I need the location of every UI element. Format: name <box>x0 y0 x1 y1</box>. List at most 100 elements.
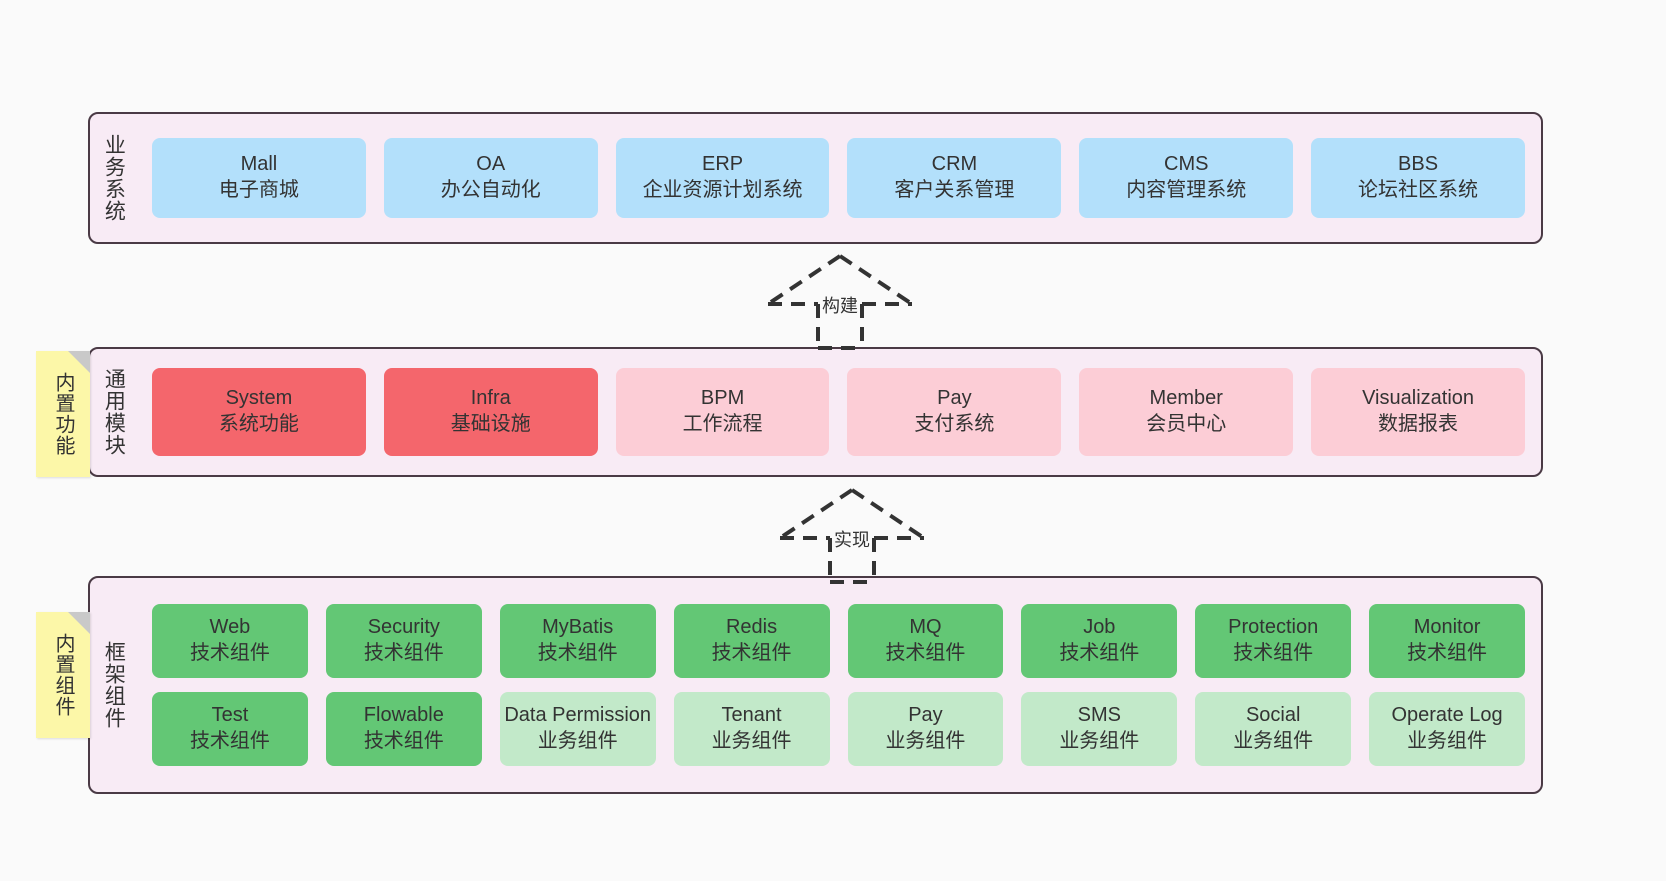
implement-arrow-glyph <box>778 488 926 584</box>
layer-label-framework-components: 框架组件 <box>102 641 126 729</box>
card-title: Member <box>1149 387 1223 410</box>
card-subtitle: 业务组件 <box>1407 730 1488 752</box>
framework-card-monitor[interactable]: Monitor 技术组件 <box>1369 604 1525 678</box>
card-title: BBS <box>1398 153 1439 176</box>
card-title: Pay <box>908 704 943 727</box>
framework-card-sms[interactable]: SMS 业务组件 <box>1021 692 1178 766</box>
business-systems-row: Mall 电子商城 OA 办公自动化 ERP 企业资源计划系统 CRM 客户关系… <box>152 138 1525 218</box>
card-subtitle: 业务组件 <box>1059 730 1140 752</box>
card-title: Protection <box>1228 616 1319 639</box>
layer-label-business-systems: 业务系统 <box>102 134 126 222</box>
card-subtitle: 技术组件 <box>363 730 444 752</box>
card-subtitle: 数据报表 <box>1378 413 1459 435</box>
card-title: Job <box>1083 616 1116 639</box>
card-subtitle: 电子商城 <box>218 179 299 201</box>
card-subtitle: 技术组件 <box>1233 642 1314 664</box>
card-subtitle: 业务组件 <box>711 730 792 752</box>
card-title: BPM <box>700 387 745 410</box>
card-subtitle: 技术组件 <box>1407 642 1488 664</box>
framework-card-data-permission[interactable]: Data Permission 业务组件 <box>499 692 656 766</box>
framework-card-web[interactable]: Web 技术组件 <box>152 604 308 678</box>
card-subtitle: 客户关系管理 <box>894 179 1015 201</box>
card-title: Data Permission <box>504 704 652 727</box>
card-title: CRM <box>931 153 978 176</box>
card-title: System <box>225 387 293 410</box>
card-subtitle: 技术组件 <box>885 642 966 664</box>
framework-components-card-area: Web 技术组件 Security 技术组件 MyBatis 技术组件 Redi… <box>136 578 1541 792</box>
module-card-infra[interactable]: Infra 基础设施 <box>383 368 598 456</box>
common-modules-row: System 系统功能 Infra 基础设施 BPM 工作流程 Pay 支付系统… <box>152 368 1525 456</box>
business-card-mall[interactable]: Mall 电子商城 <box>152 138 366 218</box>
card-title: Web <box>209 616 251 639</box>
framework-card-redis[interactable]: Redis 技术组件 <box>673 604 830 678</box>
framework-components-row-1: Web 技术组件 Security 技术组件 MyBatis 技术组件 Redi… <box>152 604 1525 678</box>
framework-card-tenant[interactable]: Tenant 业务组件 <box>673 692 830 766</box>
card-title: Mall <box>240 153 278 176</box>
business-card-erp[interactable]: ERP 企业资源计划系统 <box>615 138 830 218</box>
card-subtitle: 企业资源计划系统 <box>642 179 803 201</box>
framework-card-security[interactable]: Security 技术组件 <box>325 604 482 678</box>
sticky-note-built-in-functions: 内置功能 <box>36 351 90 477</box>
framework-card-job[interactable]: Job 技术组件 <box>1021 604 1178 678</box>
card-title: Infra <box>470 387 511 410</box>
module-card-bpm[interactable]: BPM 工作流程 <box>615 368 830 456</box>
layer-common-modules: 通用模块 System 系统功能 Infra 基础设施 BPM 工作流程 Pay… <box>88 347 1543 477</box>
card-subtitle: 技术组件 <box>537 642 618 664</box>
card-subtitle: 内容管理系统 <box>1126 179 1247 201</box>
card-subtitle: 业务组件 <box>1233 730 1314 752</box>
card-subtitle: 论坛社区系统 <box>1358 179 1479 201</box>
layer-framework-components: 框架组件 Web 技术组件 Security 技术组件 MyBatis 技术组件… <box>88 576 1543 794</box>
module-card-member[interactable]: Member 会员中心 <box>1079 368 1294 456</box>
card-title: Security <box>367 616 440 639</box>
card-subtitle: 技术组件 <box>189 730 270 752</box>
module-card-pay[interactable]: Pay 支付系统 <box>847 368 1062 456</box>
build-arrow-glyph <box>766 254 914 350</box>
module-card-system[interactable]: System 系统功能 <box>152 368 366 456</box>
card-subtitle: 技术组件 <box>711 642 792 664</box>
common-modules-card-area: System 系统功能 Infra 基础设施 BPM 工作流程 Pay 支付系统… <box>136 349 1541 475</box>
business-card-bbs[interactable]: BBS 论坛社区系统 <box>1311 138 1525 218</box>
card-subtitle: 工作流程 <box>682 413 763 435</box>
business-card-oa[interactable]: OA 办公自动化 <box>383 138 598 218</box>
card-subtitle: 技术组件 <box>363 642 444 664</box>
module-card-visualization[interactable]: Visualization 数据报表 <box>1311 368 1525 456</box>
card-title: MQ <box>909 616 942 639</box>
card-subtitle: 基础设施 <box>450 413 531 435</box>
business-card-crm[interactable]: CRM 客户关系管理 <box>847 138 1062 218</box>
card-title: Operate Log <box>1391 704 1503 727</box>
card-subtitle: 办公自动化 <box>440 179 541 201</box>
layer-label-common-modules: 通用模块 <box>102 368 126 456</box>
card-title: Redis <box>725 616 778 639</box>
card-subtitle: 业务组件 <box>537 730 618 752</box>
sticky-note-label: 内置功能 <box>52 372 74 456</box>
implement-arrow: 实现 <box>772 488 932 584</box>
card-subtitle: 系统功能 <box>218 413 299 435</box>
card-title: ERP <box>702 153 744 176</box>
card-subtitle: 技术组件 <box>189 642 270 664</box>
business-card-cms[interactable]: CMS 内容管理系统 <box>1079 138 1294 218</box>
framework-card-flowable[interactable]: Flowable 技术组件 <box>325 692 482 766</box>
framework-card-operate-log[interactable]: Operate Log 业务组件 <box>1369 692 1525 766</box>
card-subtitle: 支付系统 <box>914 413 995 435</box>
card-subtitle: 会员中心 <box>1146 413 1227 435</box>
framework-card-mq[interactable]: MQ 技术组件 <box>847 604 1004 678</box>
card-title: Flowable <box>363 704 444 727</box>
card-title: Tenant <box>721 704 782 727</box>
card-title: CMS <box>1164 153 1209 176</box>
card-subtitle: 业务组件 <box>885 730 966 752</box>
sticky-note-label: 内置组件 <box>52 633 74 717</box>
framework-card-mybatis[interactable]: MyBatis 技术组件 <box>499 604 656 678</box>
card-title: Test <box>211 704 249 727</box>
framework-card-test[interactable]: Test 技术组件 <box>152 692 308 766</box>
framework-card-pay[interactable]: Pay 业务组件 <box>847 692 1004 766</box>
card-title: Visualization <box>1362 387 1475 410</box>
layer-business-systems: 业务系统 Mall 电子商城 OA 办公自动化 ERP 企业资源计划系统 CRM… <box>88 112 1543 244</box>
business-systems-card-area: Mall 电子商城 OA 办公自动化 ERP 企业资源计划系统 CRM 客户关系… <box>136 114 1541 242</box>
card-title: Monitor <box>1413 616 1481 639</box>
card-title: OA <box>476 153 506 176</box>
build-arrow: 构建 <box>760 254 920 350</box>
framework-card-social[interactable]: Social 业务组件 <box>1195 692 1352 766</box>
card-subtitle: 技术组件 <box>1059 642 1140 664</box>
framework-card-protection[interactable]: Protection 技术组件 <box>1195 604 1352 678</box>
sticky-note-built-in-components: 内置组件 <box>36 612 90 738</box>
